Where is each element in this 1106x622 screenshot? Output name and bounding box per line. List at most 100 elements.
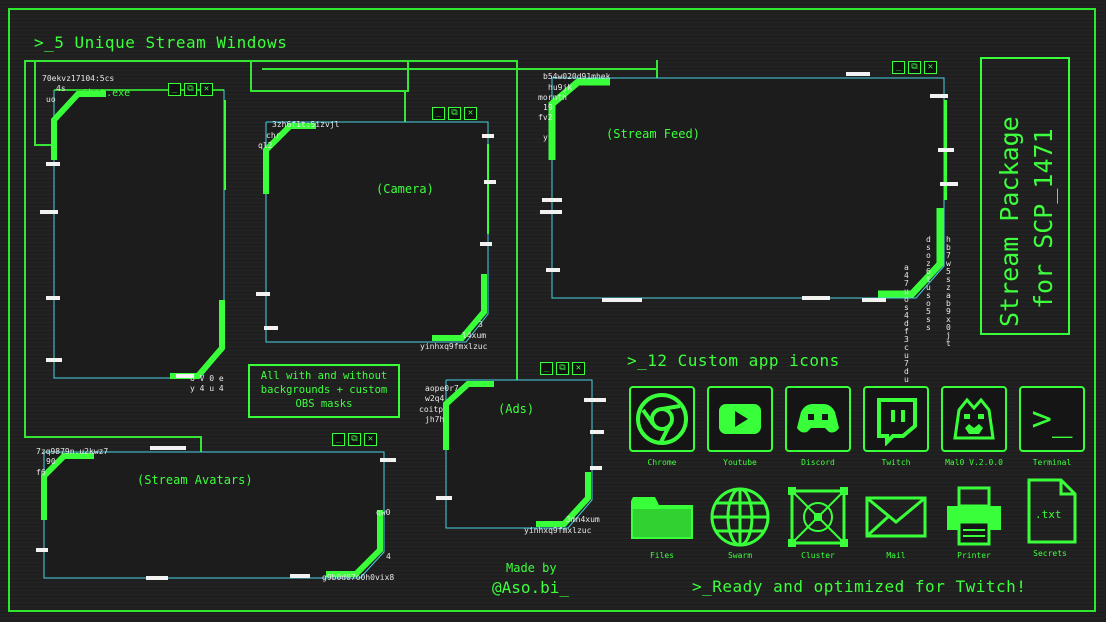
- glitch-bar: [602, 298, 642, 302]
- glitch-bar: [46, 296, 60, 300]
- glitch-bar: [436, 496, 452, 500]
- noise-text: yinhxq9fmxlzuc: [524, 526, 592, 535]
- glitch-bar: [46, 358, 62, 362]
- info-line: OBS masks: [295, 398, 353, 410]
- made-by-label: Made by: [506, 561, 557, 575]
- heading-windows: >_5 Unique Stream Windows: [34, 33, 288, 52]
- twitch-icon[interactable]: [863, 386, 929, 452]
- terminal-icon[interactable]: >_: [1019, 386, 1085, 452]
- discord-icon[interactable]: [785, 386, 851, 452]
- author-handle: @Aso.bi_: [492, 578, 570, 597]
- noise-text: 3zh6f1t:5izvjl: [272, 120, 340, 129]
- close-button[interactable]: ✕: [572, 362, 585, 375]
- noise-text: 7zq9879n.u2kwz7: [36, 447, 109, 456]
- glitch-bar: [46, 162, 60, 166]
- terminal-glyph: >_: [1031, 399, 1073, 439]
- stream-avatars-window[interactable]: _ ⧉ ✕: [34, 430, 392, 580]
- info-line: backgrounds + custom: [260, 384, 388, 396]
- restore-button[interactable]: ⧉: [184, 83, 197, 96]
- noise-text: 4: [386, 552, 391, 561]
- noise-text: 19: [543, 103, 553, 112]
- glitch-bar: [938, 148, 954, 152]
- icon-caption: Mail: [886, 551, 906, 560]
- close-button[interactable]: ✕: [200, 83, 213, 96]
- globe-icon[interactable]: [705, 484, 775, 550]
- icon-caption: Printer: [957, 551, 991, 560]
- chat-window[interactable]: Chat.exe _ ⧉ ✕: [42, 80, 226, 380]
- ads-label: (Ads): [498, 402, 535, 416]
- chrome-icon[interactable]: [629, 386, 695, 452]
- minimize-button[interactable]: _: [892, 61, 905, 74]
- glitch-bar: [380, 458, 396, 462]
- glitch-bar: [480, 242, 492, 246]
- noise-text: dsoz6tuso5ss: [926, 235, 931, 332]
- close-button[interactable]: ✕: [364, 433, 377, 446]
- glitch-bar: [484, 180, 496, 184]
- glitch-bar: [482, 134, 494, 138]
- icon-caption: Terminal: [1032, 458, 1072, 467]
- glitch-bar: [40, 210, 58, 214]
- icon-caption: Secrets: [1033, 549, 1067, 558]
- folder-icon[interactable]: [627, 484, 697, 550]
- connector-wire: [262, 68, 517, 70]
- minimize-button[interactable]: _: [168, 83, 181, 96]
- ads-window[interactable]: _ ⧉ ✕: [440, 360, 598, 530]
- noise-text: hu9jk: [548, 83, 573, 92]
- noise-text: 90: [46, 457, 56, 466]
- noise-text: 6 V 0 e: [190, 374, 224, 383]
- title-line2: for SCP_1471: [1029, 128, 1058, 309]
- glitch-bar: [940, 182, 958, 186]
- noise-text: y 4 u 4: [190, 384, 224, 393]
- noise-text: 70ekvz17104:5cs: [42, 74, 115, 83]
- glitch-bar: [546, 268, 560, 272]
- heading-icons: >_12 Custom app icons: [627, 351, 840, 370]
- camera-window-controls: _ ⧉ ✕: [432, 107, 477, 121]
- connector-wire: [516, 68, 518, 390]
- glitch-bar: [540, 210, 562, 214]
- glitch-bar: [862, 298, 886, 302]
- minimize-button[interactable]: _: [332, 433, 345, 446]
- stream-avatars-label: (Stream Avatars): [137, 473, 253, 487]
- camera-window[interactable]: _ ⧉ ✕: [262, 104, 494, 344]
- close-button[interactable]: ✕: [924, 61, 937, 74]
- info-line: All with and without: [260, 370, 388, 382]
- restore-button[interactable]: ⧉: [908, 61, 921, 74]
- youtube-icon[interactable]: [707, 386, 773, 452]
- glitch-bar: [930, 94, 948, 98]
- noise-text: uo: [46, 95, 56, 104]
- stream-avatars-controls: _ ⧉ ✕: [332, 433, 377, 447]
- glitch-bar: [584, 398, 606, 402]
- noise-text: w2q4: [425, 394, 445, 403]
- heading-ready: >_Ready and optimized for Twitch!: [692, 577, 1027, 596]
- minimize-button[interactable]: _: [540, 362, 553, 375]
- glitch-bar: [36, 548, 48, 552]
- noise-text: jh7h: [425, 415, 445, 424]
- icon-caption: Cluster: [801, 551, 835, 560]
- connector-wire: [250, 60, 409, 92]
- restore-button[interactable]: ⧉: [448, 107, 461, 120]
- noise-text: aope0r7: [425, 384, 459, 393]
- glitch-bar: [290, 574, 310, 578]
- txt-file-icon[interactable]: .txt: [1017, 478, 1087, 544]
- icon-caption: Youtube: [723, 458, 757, 467]
- restore-button[interactable]: ⧉: [556, 362, 569, 375]
- stream-feed-controls: _ ⧉ ✕: [892, 61, 937, 75]
- close-button[interactable]: ✕: [464, 107, 477, 120]
- restore-button[interactable]: ⧉: [348, 433, 361, 446]
- icon-caption: Files: [649, 551, 675, 560]
- mal0-icon[interactable]: [941, 386, 1007, 452]
- mail-icon[interactable]: [861, 484, 931, 550]
- cluster-icon[interactable]: [783, 484, 853, 550]
- glitch-bar: [264, 326, 278, 330]
- icon-caption: Mal0 V.2.0.0: [945, 458, 1003, 467]
- title-box: Stream Package for SCP_1471: [980, 57, 1070, 335]
- noise-text: 3mn4xum: [566, 515, 600, 524]
- noise-text: mornth: [538, 93, 567, 102]
- icon-caption: Discord: [801, 458, 835, 467]
- minimize-button[interactable]: _: [432, 107, 445, 120]
- printer-icon[interactable]: [939, 484, 1009, 550]
- info-box: All with and without backgrounds + custo…: [248, 364, 400, 418]
- stream-feed-window[interactable]: _ ⧉ ✕: [548, 60, 948, 304]
- noise-text: b54w020d91mhek: [543, 72, 611, 81]
- noise-text: qw0: [376, 508, 391, 517]
